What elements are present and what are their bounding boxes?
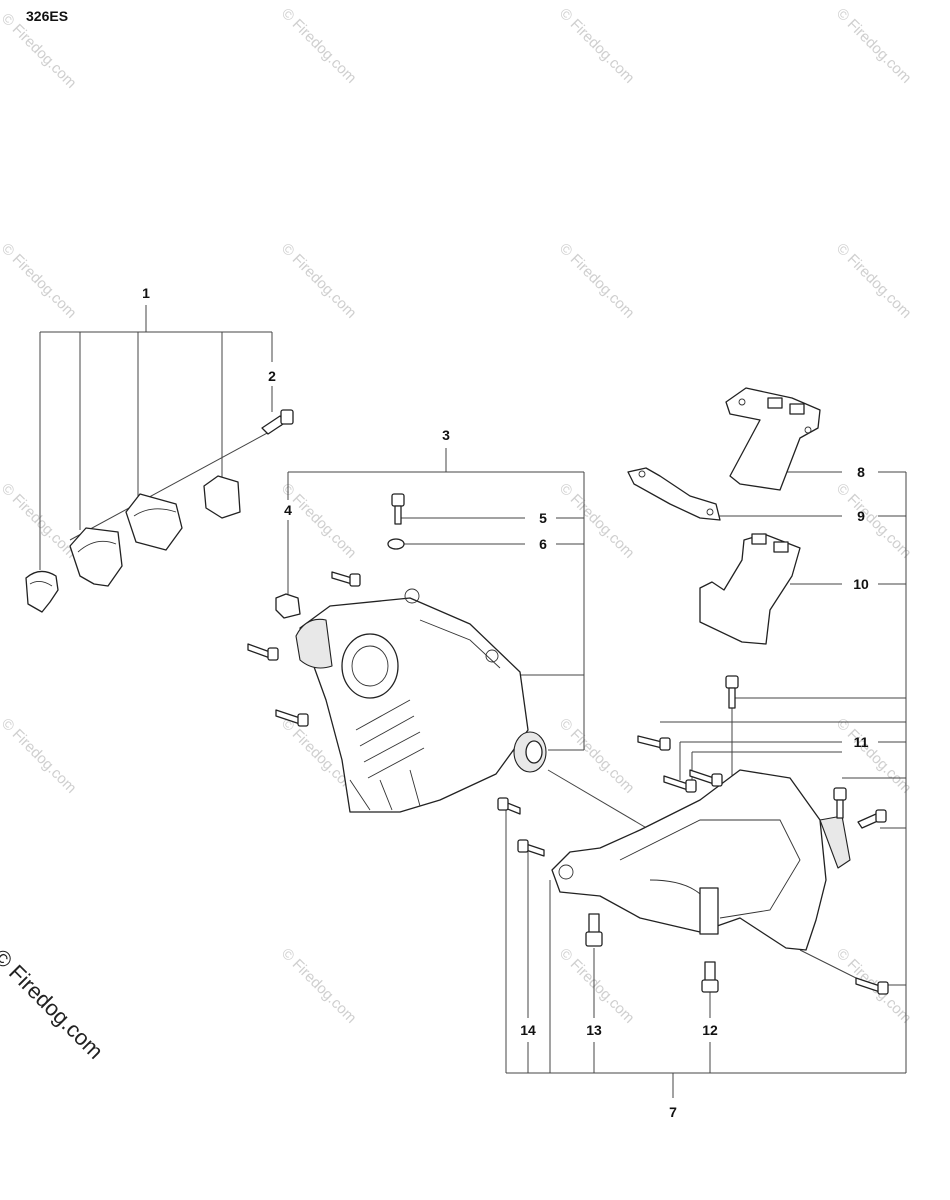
callout-6: 6 <box>539 536 547 552</box>
callout-12: 12 <box>702 1022 718 1038</box>
model-label: 326ES <box>26 8 69 24</box>
callout-11: 11 <box>854 734 869 750</box>
part-9-gasket <box>627 467 721 521</box>
part-3-housing <box>295 588 529 813</box>
part-1-clamp-assembly <box>25 409 294 613</box>
callout-4: 4 <box>284 502 292 518</box>
part-4-clip <box>275 593 301 619</box>
callout-9: 9 <box>857 508 865 524</box>
crankcase-screws <box>497 675 889 995</box>
part-5-screw <box>391 493 405 525</box>
part-6-washer <box>387 538 405 550</box>
part-7-crankcase <box>551 769 851 951</box>
seal-ring <box>513 731 547 773</box>
callout-labels: 1 2 3 4 5 6 7 8 9 10 11 12 13 14 <box>142 285 869 1120</box>
callout-14: 14 <box>520 1022 536 1038</box>
callout-7: 7 <box>669 1104 677 1120</box>
callout-13: 13 <box>586 1022 602 1038</box>
part-10-shield <box>699 533 801 645</box>
callout-1: 1 <box>142 285 150 301</box>
housing-screws <box>247 571 361 727</box>
callout-10: 10 <box>853 576 869 592</box>
part-8-bracket <box>725 387 821 491</box>
callout-2: 2 <box>268 368 276 384</box>
callout-5: 5 <box>539 510 547 526</box>
callout-3: 3 <box>442 427 450 443</box>
callout-8: 8 <box>857 464 865 480</box>
